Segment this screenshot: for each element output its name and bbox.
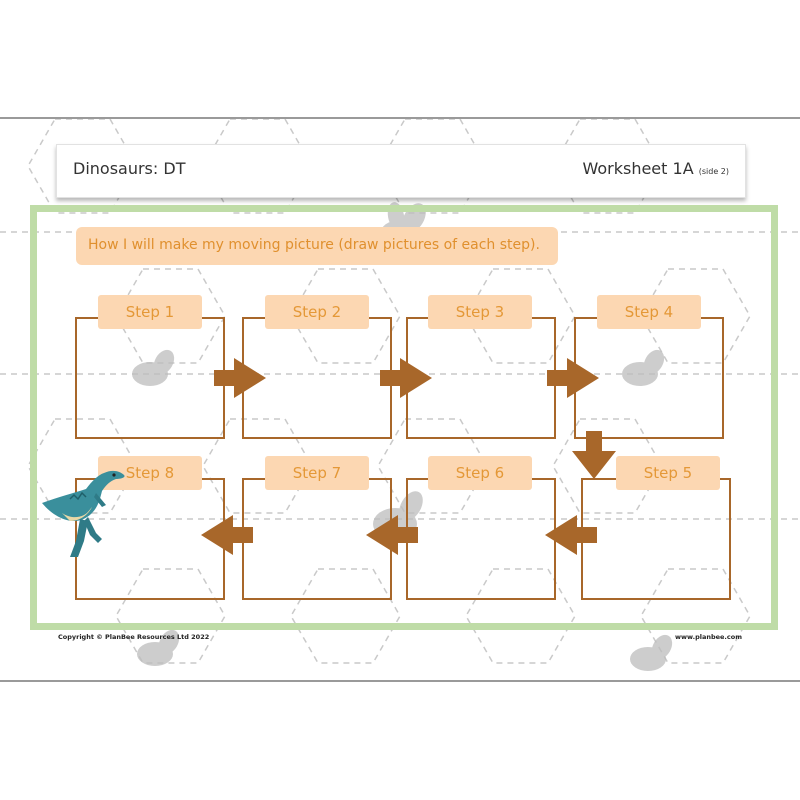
worksheet-label: Worksheet 1A — [582, 159, 694, 178]
bee-watermark-icon — [137, 629, 180, 666]
dinosaur-illustration — [42, 470, 125, 557]
instruction-banner: How I will make my moving picture (draw … — [76, 227, 558, 265]
arrow-right-icon — [214, 358, 266, 398]
worksheet-header: Dinosaurs: DT Worksheet 1A (side 2) — [56, 144, 746, 198]
step-4-label: Step 4 — [597, 295, 701, 329]
worksheet-page: Dinosaurs: DT Worksheet 1A (side 2) How … — [0, 117, 800, 682]
arrow-down-icon — [572, 431, 616, 479]
bee-watermark-icon — [132, 349, 175, 386]
step-6-box[interactable] — [406, 478, 556, 600]
arrow-left-icon — [366, 515, 418, 555]
step-1-label: Step 1 — [98, 295, 202, 329]
instruction-text: How I will make my moving picture (draw … — [88, 237, 540, 253]
copyright-text: Copyright © PlanBee Resources Ltd 2022 — [58, 633, 210, 641]
worksheet-side: (side 2) — [698, 167, 729, 176]
arrow-right-icon — [380, 358, 432, 398]
step-3-label: Step 3 — [428, 295, 532, 329]
bee-watermark-icon — [630, 634, 673, 671]
arrow-left-icon — [545, 515, 597, 555]
website-link[interactable]: www.planbee.com — [675, 633, 742, 641]
step-5-box[interactable] — [581, 478, 731, 600]
step-6-label: Step 6 — [428, 456, 532, 490]
step-7-label: Step 7 — [265, 456, 369, 490]
worksheet-number: Worksheet 1A (side 2) — [582, 159, 729, 178]
activity-frame — [30, 205, 778, 630]
step-8-label: Step 8 — [98, 456, 202, 490]
worksheet-title: Dinosaurs: DT — [73, 159, 186, 178]
step-2-label: Step 2 — [265, 295, 369, 329]
step-1-box[interactable] — [75, 317, 225, 439]
step-5-label: Step 5 — [616, 456, 720, 490]
arrow-left-icon — [201, 515, 253, 555]
arrow-right-icon — [547, 358, 599, 398]
bee-watermark-icon — [622, 349, 665, 386]
